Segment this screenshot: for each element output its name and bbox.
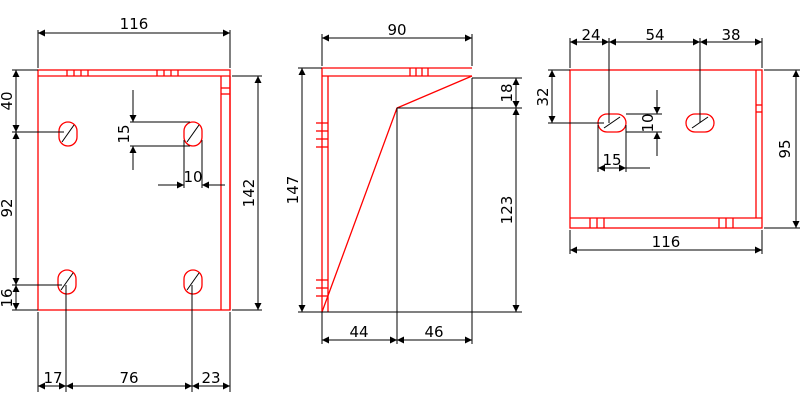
front-slot-bottom-right bbox=[183, 269, 203, 295]
top-dim-slot-length: 15 bbox=[602, 151, 621, 169]
side-dimension-labels: 90 147 18 123 44 46 bbox=[284, 21, 516, 341]
side-dimension-lines bbox=[298, 34, 522, 344]
side-outline bbox=[316, 67, 473, 313]
front-dim-height: 142 bbox=[240, 179, 258, 208]
top-outline bbox=[569, 69, 763, 229]
front-dim-width: 116 bbox=[120, 15, 149, 33]
side-dim-width: 90 bbox=[387, 21, 406, 39]
front-slot-bottom-left bbox=[57, 269, 77, 295]
top-dim-back-to-hole: 32 bbox=[534, 87, 552, 106]
top-dim-slot-depth: 10 bbox=[639, 113, 657, 132]
front-dim-slot-height: 15 bbox=[115, 124, 133, 143]
top-dim-width: 116 bbox=[652, 233, 681, 251]
front-dimension-lines bbox=[12, 29, 262, 392]
top-dim-right-to-hole: 38 bbox=[721, 26, 740, 44]
side-dim-top-flange: 18 bbox=[498, 83, 516, 102]
front-outline bbox=[37, 69, 231, 311]
front-dim-hole-spacing-h: 76 bbox=[119, 369, 138, 387]
side-dim-height: 147 bbox=[284, 176, 302, 205]
side-dim-lower-height: 123 bbox=[498, 196, 516, 225]
front-dim-top-to-hole: 40 bbox=[0, 91, 16, 110]
front-view: 116 40 15 10 92 142 16 17 76 23 bbox=[0, 15, 262, 392]
top-dim-left-to-hole: 24 bbox=[581, 26, 600, 44]
side-view: 90 147 18 123 44 46 bbox=[284, 21, 522, 344]
top-dimension-labels: 24 54 38 32 10 15 95 116 bbox=[534, 26, 794, 251]
top-dimension-lines bbox=[548, 38, 800, 254]
top-dim-hole-spacing: 54 bbox=[645, 26, 664, 44]
side-dim-base-right: 46 bbox=[424, 323, 443, 341]
front-dim-slot-width: 10 bbox=[183, 168, 202, 186]
side-dim-base-left: 44 bbox=[349, 323, 368, 341]
front-dim-hole-spacing-v: 92 bbox=[0, 198, 16, 217]
front-slot-top-right bbox=[183, 121, 203, 147]
front-dim-right-to-hole: 23 bbox=[201, 369, 220, 387]
front-dim-bottom-to-hole: 16 bbox=[0, 288, 16, 307]
top-dim-depth: 95 bbox=[776, 139, 794, 158]
front-slot-top-left bbox=[58, 121, 78, 147]
front-dim-left-to-hole: 17 bbox=[43, 369, 62, 387]
top-view: 24 54 38 32 10 15 95 116 bbox=[534, 26, 800, 254]
front-dimension-labels: 116 40 15 10 92 142 16 17 76 23 bbox=[0, 15, 258, 387]
